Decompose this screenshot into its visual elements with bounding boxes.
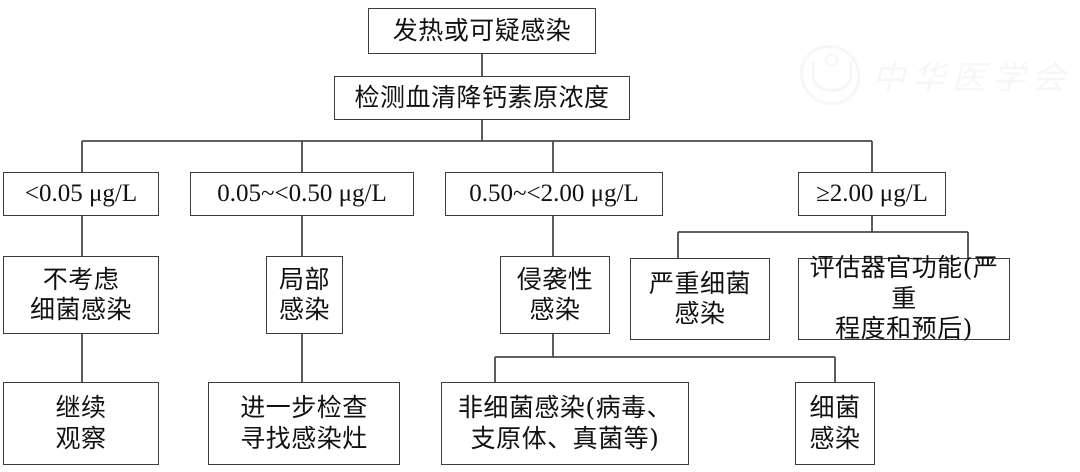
node-no-bacterial-infection[interactable]: 不考虑 细菌感染 bbox=[3, 256, 159, 334]
node-continue-observation[interactable]: 继续 观察 bbox=[3, 382, 159, 465]
node-assess-organ-function[interactable]: 评估器官功能(严重 程度和预后) bbox=[798, 253, 1010, 343]
node-non-bacterial-infection[interactable]: 非细菌感染(病毒、 支原体、真菌等) bbox=[441, 382, 689, 465]
node-measure-serum-pct[interactable]: 检测血清降钙素原浓度 bbox=[334, 76, 630, 120]
node-bacterial-infection[interactable]: 细菌 感染 bbox=[795, 382, 875, 465]
node-severe-bacterial-infection[interactable]: 严重细菌 感染 bbox=[630, 258, 770, 340]
node-fever-or-suspected-infection[interactable]: 发热或可疑感染 bbox=[368, 8, 596, 54]
node-pct-050-to-200[interactable]: 0.50~<2.00 μg/L bbox=[445, 172, 663, 216]
node-local-infection[interactable]: 局部 感染 bbox=[266, 256, 343, 334]
node-pct-005-to-050[interactable]: 0.05~<0.50 μg/L bbox=[190, 172, 414, 216]
node-pct-ge-200[interactable]: ≥2.00 μg/L bbox=[798, 172, 946, 216]
node-further-exam-find-focus[interactable]: 进一步检查 寻找感染灶 bbox=[208, 382, 400, 465]
node-pct-lt-005[interactable]: <0.05 μg/L bbox=[3, 172, 159, 216]
node-invasive-infection[interactable]: 侵袭性 感染 bbox=[500, 256, 610, 334]
